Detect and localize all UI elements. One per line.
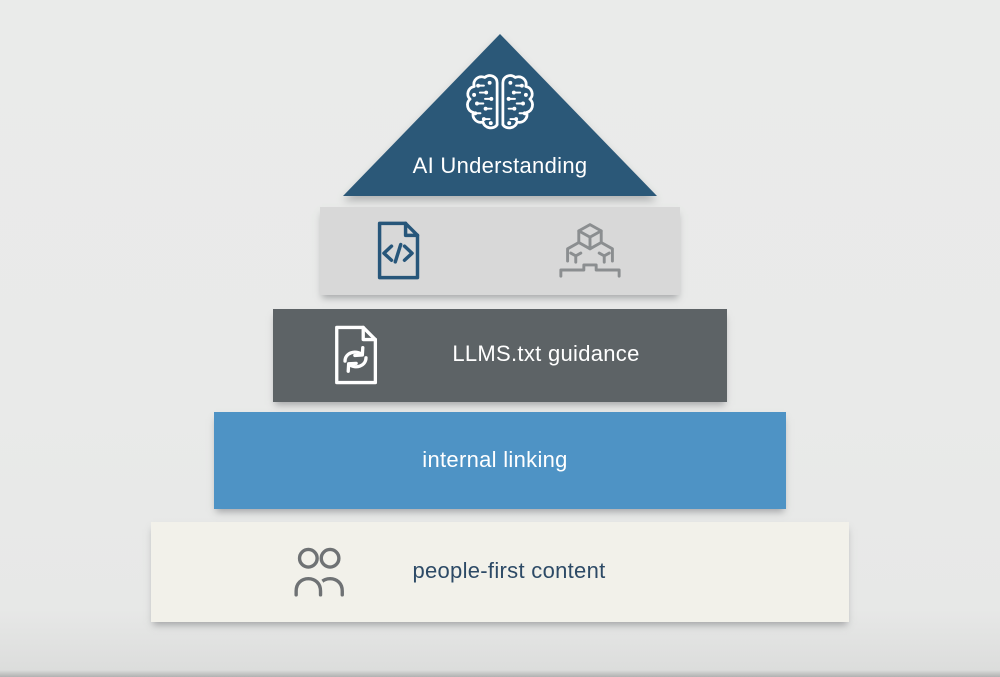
- level-llms-txt-guidance: LLMS.txt guidance: [273, 309, 727, 402]
- bottom-shadow-edge: [0, 670, 1000, 677]
- level-ai-understanding: AI Understanding: [343, 34, 657, 196]
- level-internal-linking: internal linking: [214, 412, 786, 509]
- brain-circuit-icon: [466, 74, 534, 130]
- code-file-icon: [377, 221, 420, 280]
- level-label: internal linking: [422, 446, 568, 472]
- building-blocks-icon: [559, 223, 621, 278]
- level-label: LLMS.txt guidance: [452, 341, 640, 366]
- triangle-shape: AI Understanding: [343, 34, 657, 196]
- level-people-first-content: people-first content: [151, 522, 849, 622]
- file-sync-icon: [335, 325, 378, 385]
- level-label: AI Understanding: [412, 153, 588, 178]
- level-markup-and-structure: [320, 207, 680, 295]
- people-icon: [291, 547, 344, 598]
- level-label: people-first content: [412, 558, 606, 583]
